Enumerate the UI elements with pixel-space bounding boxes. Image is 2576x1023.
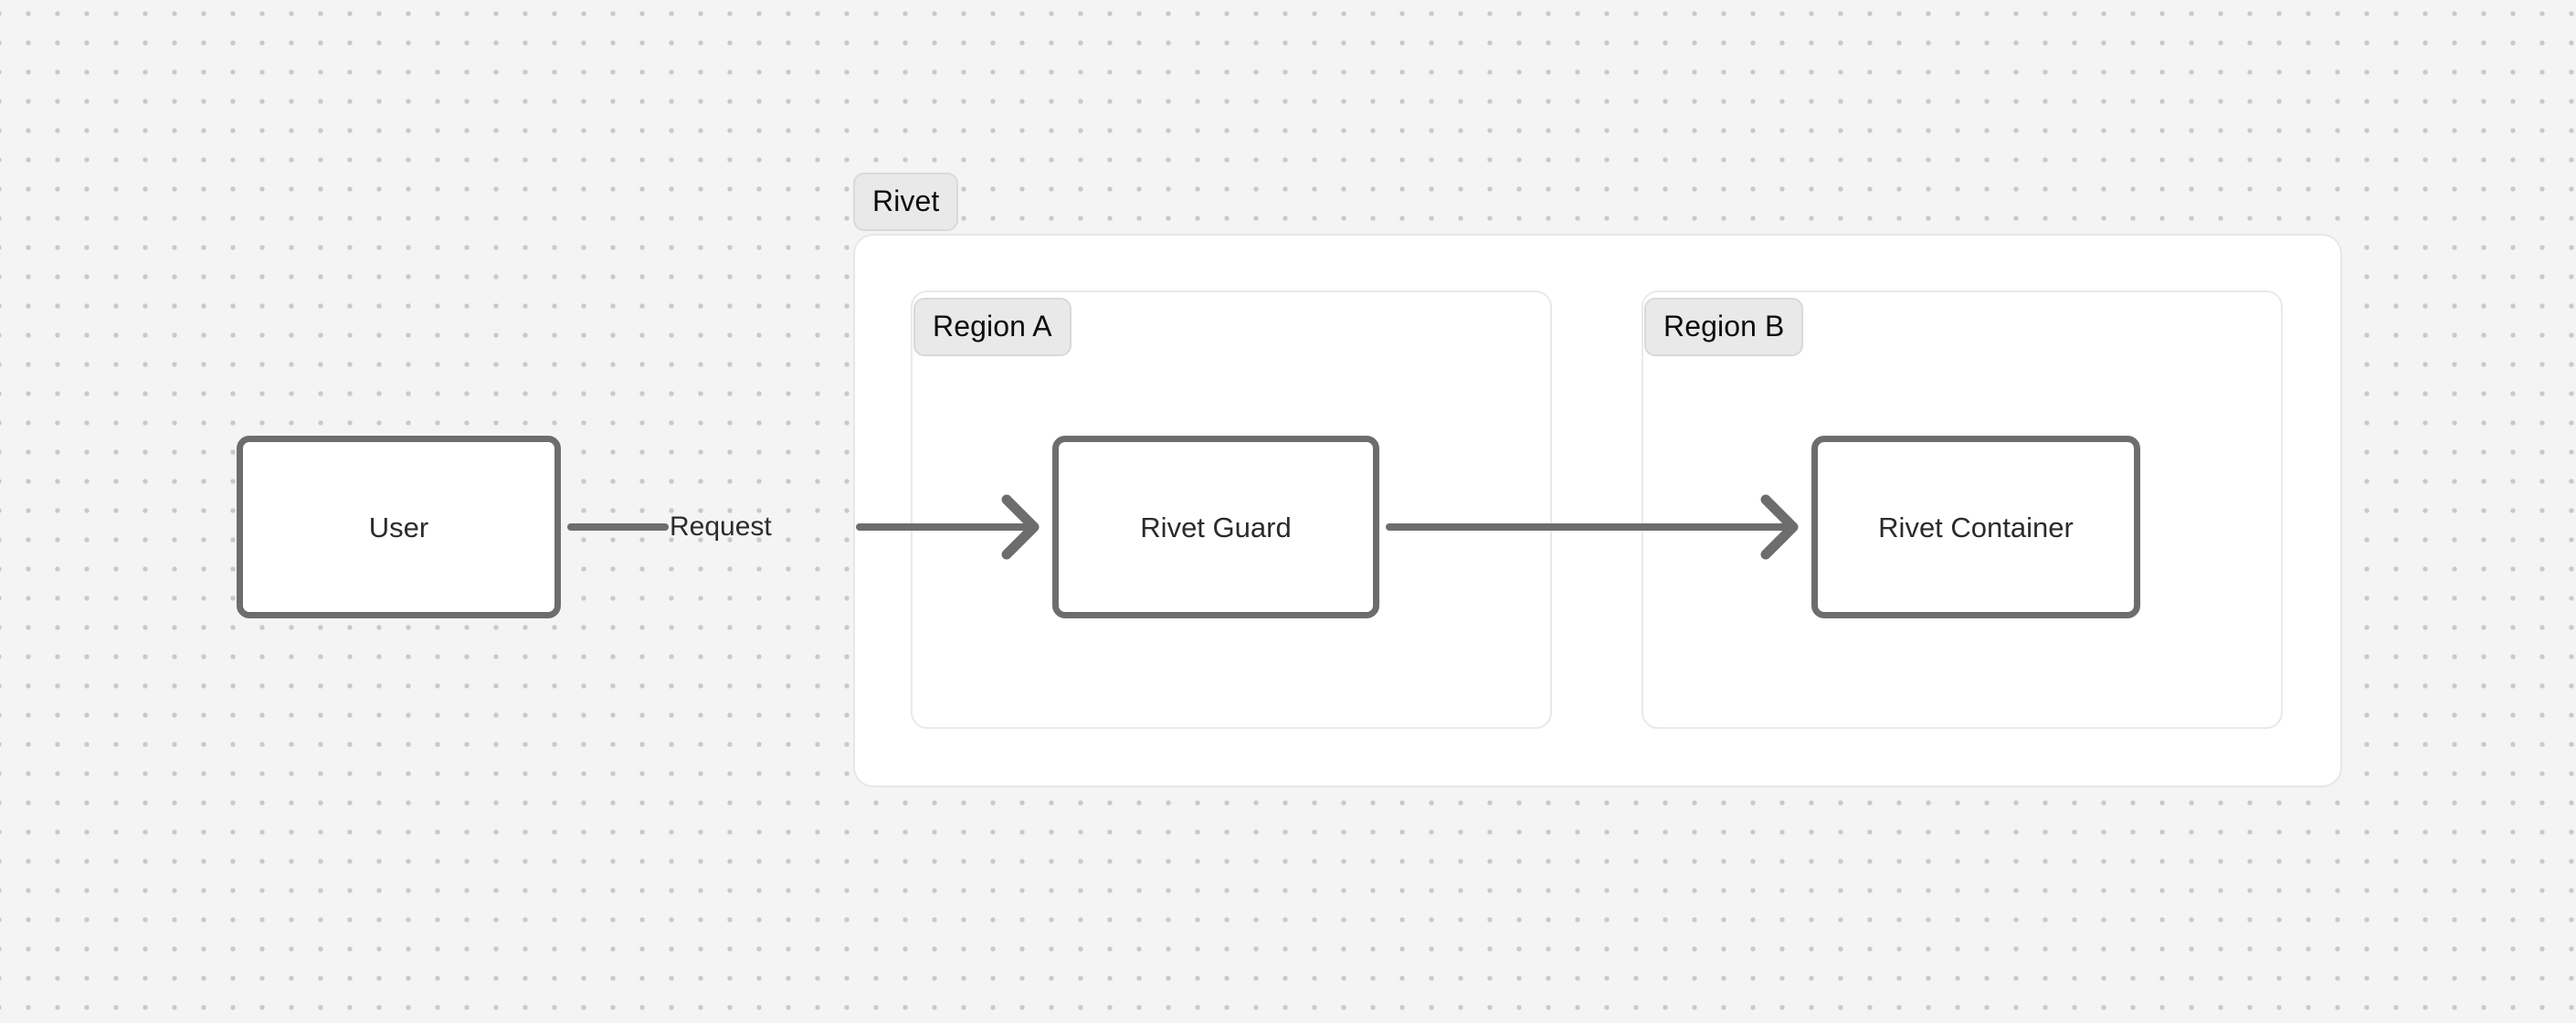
node-label: Rivet Container (1878, 511, 2074, 543)
node-user[interactable]: User (237, 436, 561, 618)
node-label: User (368, 511, 429, 543)
node-rivet-guard[interactable]: Rivet Guard (1052, 436, 1379, 618)
region-label-region-a[interactable]: Region A (913, 298, 1072, 356)
region-label-region-b[interactable]: Region B (1644, 298, 1804, 356)
node-label: Rivet Guard (1140, 511, 1292, 543)
group-label-rivet[interactable]: Rivet (853, 173, 959, 231)
node-rivet-container[interactable]: Rivet Container (1811, 436, 2140, 618)
edge-label-request[interactable]: Request (670, 512, 772, 542)
